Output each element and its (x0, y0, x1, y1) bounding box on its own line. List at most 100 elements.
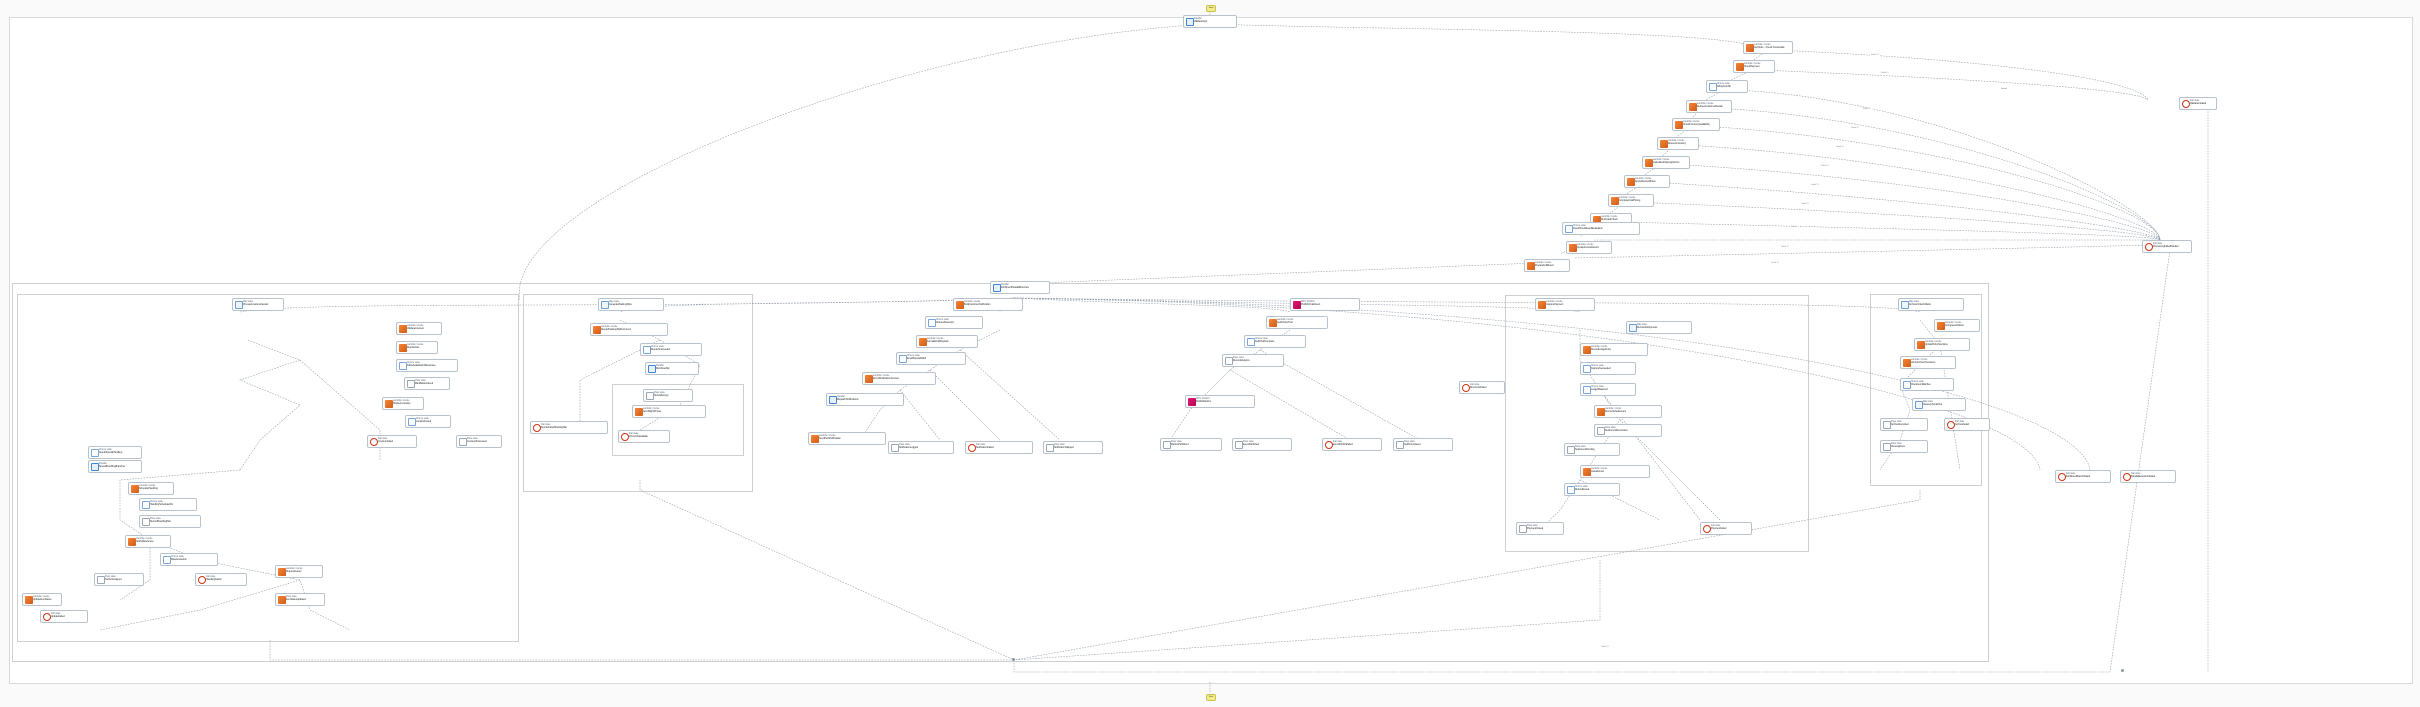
edge (1169, 329, 1291, 441)
edge (1714, 107, 2161, 241)
fail-icon (1324, 440, 1333, 449)
edge (1633, 201, 2161, 241)
pass-icon (645, 391, 654, 400)
lambda-icon (1674, 120, 1683, 129)
map-icon (600, 300, 609, 309)
pass-icon (1566, 445, 1575, 454)
fail-icon (2122, 472, 2131, 481)
edge (1229, 369, 1351, 441)
fail-icon (2144, 242, 2153, 251)
